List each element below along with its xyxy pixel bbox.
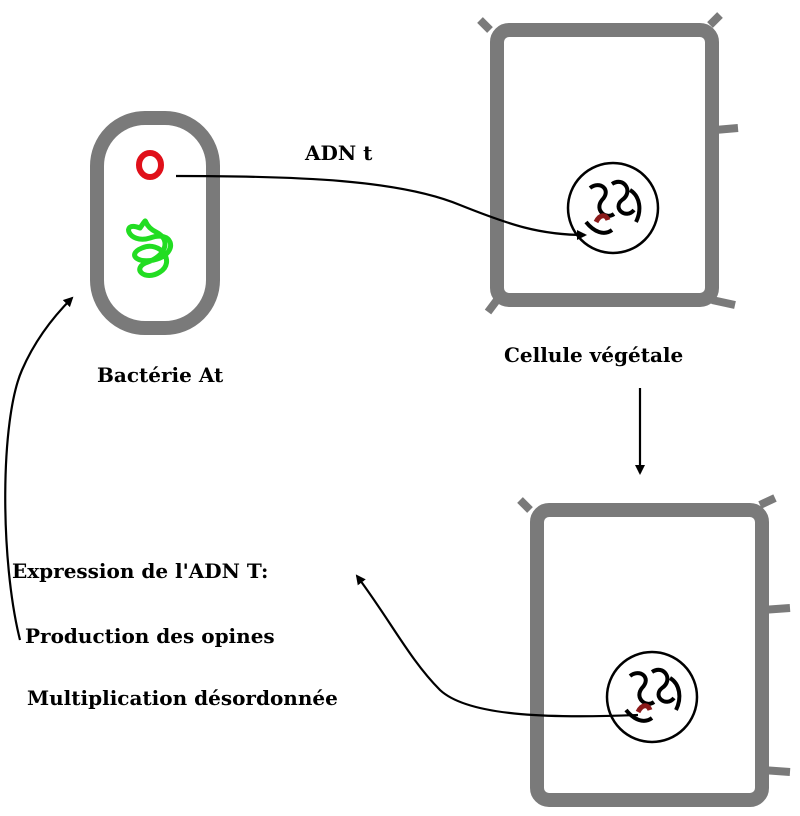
plant-cell-bottom-wall	[530, 503, 769, 807]
plant-cell-top	[477, 12, 739, 315]
bacterial-chromosome	[126, 218, 174, 278]
label-expression: Expression de l'ADN T:	[12, 559, 269, 583]
arrow-tdna-transfer	[175, 174, 587, 240]
label-adn-t: ADN t	[305, 141, 373, 165]
plant-cell-bottom	[517, 494, 791, 807]
bacterium-wall	[90, 111, 220, 335]
arrow-opines-to-bacterium	[4, 296, 74, 641]
label-bacterie-at: Bactérie At	[97, 363, 224, 387]
label-production: Production des opines	[25, 624, 275, 648]
tdna-insert-top	[593, 213, 611, 224]
label-cellule-vegetale: Cellule végétale	[504, 343, 684, 367]
arrow-expression	[355, 574, 639, 718]
nucleus-top	[566, 161, 660, 255]
tdna-insert-bottom	[635, 703, 653, 714]
ti-plasmid	[136, 150, 164, 180]
plant-cell-top-wall	[490, 23, 719, 307]
nucleus-bottom	[605, 650, 699, 744]
bacterium	[90, 111, 220, 335]
label-multiplication: Multiplication désordonnée	[27, 686, 338, 710]
